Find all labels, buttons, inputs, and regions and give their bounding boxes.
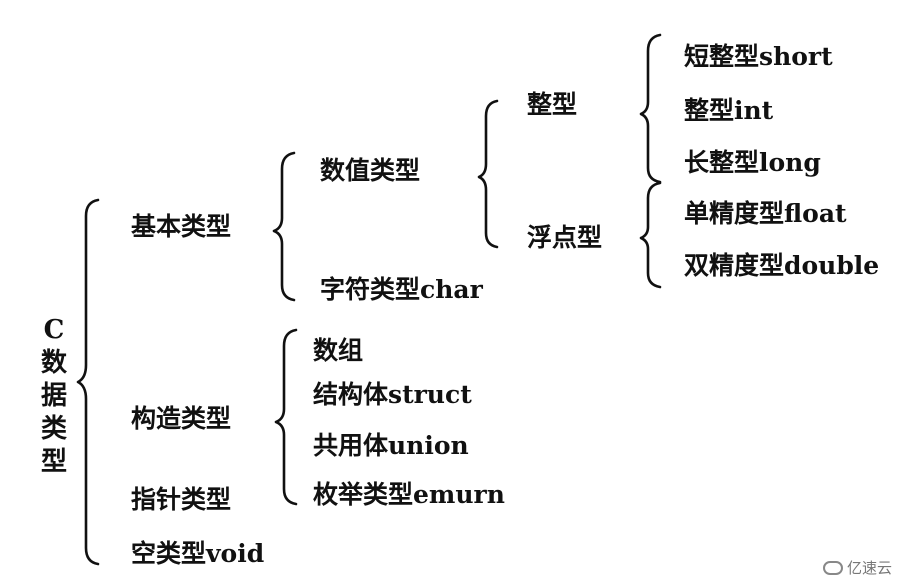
brace-integer [639,33,662,184]
node-char-type: 字符类型char [320,275,483,304]
node-constructed-types: 构造类型 [131,404,232,433]
brace-basic [272,151,296,302]
watermark: 亿速云 [822,557,892,578]
node-short-type: 短整型short [684,42,833,71]
node-basic-types: 基本类型 [131,212,232,241]
node-long-type: 长整型long [684,148,821,177]
node-enum-type: 枚举类型emurn [313,480,505,509]
root-char: 据 [40,381,67,411]
root-char: C [43,315,65,345]
node-struct-type: 结构体struct [313,380,472,409]
node-void-type: 空类型void [131,539,265,568]
node-int-type: 整型int [684,96,774,125]
root-char: 型 [40,447,67,477]
node-array-type: 数组 [313,336,364,365]
brace-constructed [274,328,298,506]
node-pointer-types: 指针类型 [131,485,232,514]
root-label-c-data-types: C 数 据 类 型 [38,314,70,479]
brace-numeric [477,99,499,249]
root-char: 类 [40,414,67,444]
node-numeric-types: 数值类型 [320,156,421,185]
brace-root [76,198,100,566]
cloud-logo-icon [822,560,843,575]
root-char: 数 [40,348,67,378]
node-float-type: 浮点型 [527,223,603,252]
node-double-type: 双精度型double [684,251,880,280]
node-union-type: 共用体union [313,431,469,460]
watermark-text: 亿速云 [846,559,892,577]
brace-float [639,181,662,289]
node-float-single-type: 单精度型float [684,199,847,228]
node-integer-type: 整型 [527,90,578,119]
